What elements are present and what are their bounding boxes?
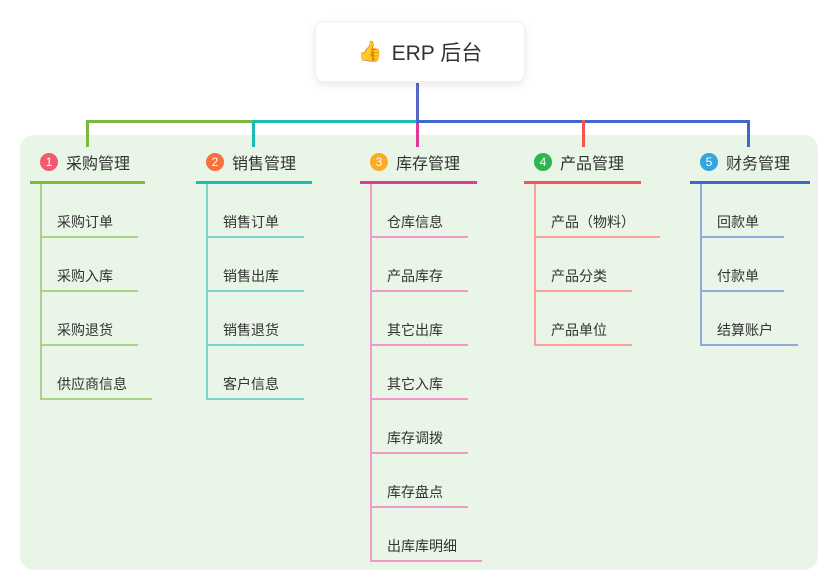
mindmap-child-node[interactable]: 采购入库 [42, 238, 138, 292]
branch-number-badge: 4 [534, 153, 552, 171]
branch-children: 仓库信息产品库存其它出库其它入库库存调拨库存盘点出库库明细 [370, 184, 482, 562]
connector-drop-sales [252, 120, 255, 147]
connector-drop-inventory [416, 123, 419, 147]
connector-drop-product [582, 120, 585, 147]
branch-number-badge: 3 [370, 153, 388, 171]
mindmap-child-node[interactable]: 采购订单 [42, 184, 138, 238]
branch-title-label: 财务管理 [726, 156, 791, 173]
branch-title-node[interactable]: 1 采购管理 [30, 146, 145, 184]
branch-number-badge: 2 [206, 153, 224, 171]
mindmap-branch: 5 财务管理 回款单付款单结算账户 [690, 146, 810, 346]
mindmap-branch: 3 库存管理 仓库信息产品库存其它出库其它入库库存调拨库存盘点出库库明细 [360, 146, 482, 562]
branch-title-label: 库存管理 [396, 156, 461, 173]
mindmap-child-node[interactable]: 出库库明细 [372, 508, 482, 562]
branch-title-label: 销售管理 [232, 156, 297, 173]
mindmap-child-node[interactable]: 库存调拨 [372, 400, 468, 454]
branch-title-label: 产品管理 [560, 156, 625, 173]
mindmap-child-node[interactable]: 供应商信息 [42, 346, 152, 400]
mindmap-child-node[interactable]: 其它出库 [372, 292, 468, 346]
mindmap-child-node[interactable]: 其它入库 [372, 346, 468, 400]
branch-title-label: 采购管理 [66, 156, 131, 173]
mindmap-child-node[interactable]: 产品分类 [536, 238, 632, 292]
branch-title-node[interactable]: 3 库存管理 [360, 146, 477, 184]
branch-children: 采购订单采购入库采购退货供应商信息 [40, 184, 152, 400]
mindmap-branch: 1 采购管理 采购订单采购入库采购退货供应商信息 [30, 146, 152, 400]
branch-title-node[interactable]: 4 产品管理 [524, 146, 641, 184]
branch-title-node[interactable]: 2 销售管理 [196, 146, 312, 184]
mindmap-child-node[interactable]: 回款单 [702, 184, 784, 238]
connector-root-vertical [416, 83, 419, 123]
mindmap-child-node[interactable]: 付款单 [702, 238, 784, 292]
branch-number-badge: 5 [700, 153, 718, 171]
mindmap-child-node[interactable]: 产品（物料） [536, 184, 660, 238]
mindmap-branch: 2 销售管理 销售订单销售出库销售退货客户信息 [196, 146, 312, 400]
branch-number-badge: 1 [40, 153, 58, 171]
mindmap-child-node[interactable]: 产品库存 [372, 238, 468, 292]
mindmap-panel [20, 135, 818, 570]
connector-bus-segment-purchase [86, 120, 254, 123]
root-node-label: ERP 后台 [391, 41, 483, 65]
mindmap-child-node[interactable]: 销售退货 [208, 292, 304, 346]
branch-children: 销售订单销售出库销售退货客户信息 [206, 184, 312, 400]
branch-children: 回款单付款单结算账户 [700, 184, 810, 346]
connector-drop-purchase [86, 120, 89, 147]
mindmap-child-node[interactable]: 仓库信息 [372, 184, 468, 238]
mindmap-child-node[interactable]: 销售订单 [208, 184, 304, 238]
mindmap-child-node[interactable]: 库存盘点 [372, 454, 468, 508]
thumbs-up-icon: 👍 [357, 41, 383, 63]
connector-drop-finance [747, 120, 750, 147]
mindmap-child-node[interactable]: 结算账户 [702, 292, 798, 346]
mindmap-child-node[interactable]: 销售出库 [208, 238, 304, 292]
branch-children: 产品（物料）产品分类产品单位 [534, 184, 660, 346]
mindmap-branch: 4 产品管理 产品（物料）产品分类产品单位 [524, 146, 660, 346]
connector-bus-segment-sales [252, 120, 419, 123]
mindmap-child-node[interactable]: 产品单位 [536, 292, 632, 346]
mindmap-child-node[interactable]: 采购退货 [42, 292, 138, 346]
root-node[interactable]: 👍 ERP 后台 [315, 21, 525, 82]
branch-title-node[interactable]: 5 财务管理 [690, 146, 810, 184]
mindmap-child-node[interactable]: 客户信息 [208, 346, 304, 400]
